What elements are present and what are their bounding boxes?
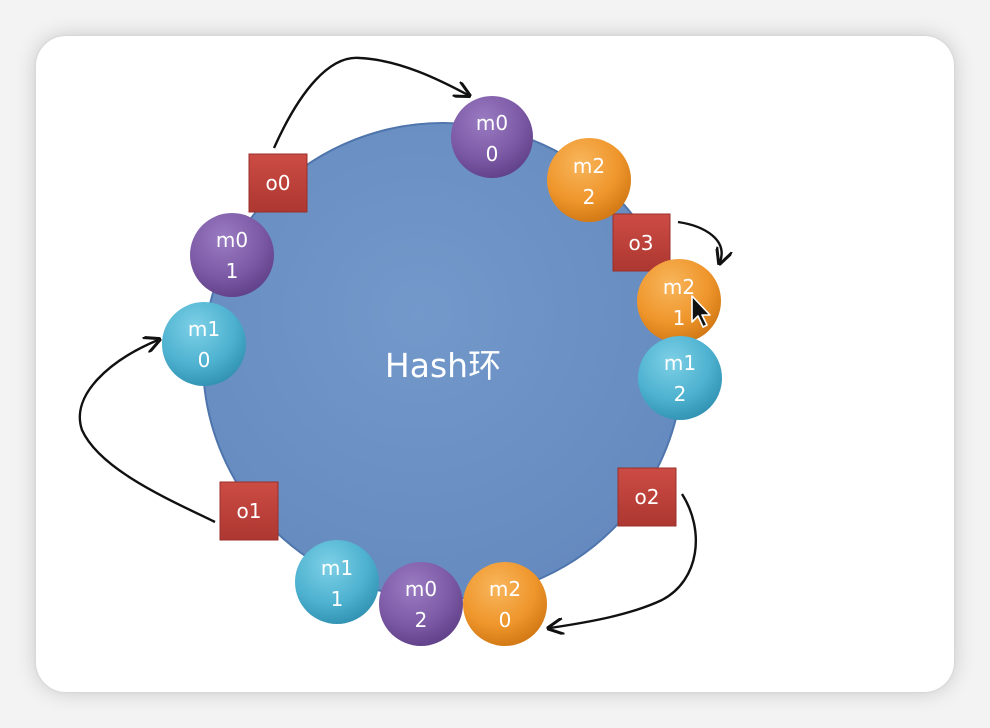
hash-ring-label: Hash环 (385, 346, 501, 385)
object-o0: o0 (248, 153, 308, 213)
node-m2-0-index: 0 (499, 608, 512, 632)
node-m2-1-index: 1 (673, 306, 686, 330)
node-m0-2-name: m0 (405, 577, 437, 601)
node-m0-0: m0 0 (451, 96, 533, 178)
node-m2-2-name: m2 (573, 154, 605, 178)
node-m2-0-name: m2 (489, 577, 521, 601)
object-o1: o1 (219, 481, 279, 541)
object-o2: o2 (617, 467, 677, 527)
arrows (78, 56, 722, 628)
node-m0-1-index: 1 (226, 259, 239, 283)
arrow-o3-to-m2-1 (677, 220, 722, 262)
node-m0-0-name: m0 (476, 111, 508, 135)
node-m1-1-index: 1 (331, 587, 344, 611)
object-o3: o3 (612, 213, 671, 272)
node-m2-2-index: 2 (583, 185, 596, 209)
node-m1-0-name: m1 (188, 317, 220, 341)
node-m1-2-index: 2 (674, 382, 687, 406)
node-m1-0: m1 0 (162, 302, 246, 386)
node-m1-2: m1 2 (638, 336, 722, 420)
arrow-o0-to-m0-0 (272, 56, 468, 149)
object-o0-label: o0 (266, 171, 291, 195)
node-m0-1: m0 1 (190, 213, 274, 297)
node-m2-2: m2 2 (547, 138, 631, 222)
node-m0-2: m0 2 (379, 562, 463, 646)
node-m2-0: m2 0 (463, 562, 547, 646)
node-m0-2-index: 2 (415, 608, 428, 632)
node-m2-1-name: m2 (663, 275, 695, 299)
arrow-o2-to-m2-0 (550, 493, 698, 628)
mouse-pointer-icon (691, 295, 711, 328)
node-m1-0-index: 0 (198, 348, 211, 372)
node-m1-2-name: m1 (664, 351, 696, 375)
object-o1-label: o1 (237, 499, 262, 523)
object-o2-label: o2 (635, 485, 660, 509)
object-o3-label: o3 (629, 231, 654, 255)
node-m0-0-index: 0 (486, 142, 499, 166)
node-m1-1-name: m1 (321, 556, 353, 580)
node-m2-1: m2 1 (637, 259, 721, 343)
node-m0-1-name: m0 (216, 228, 248, 252)
arrow-o1-to-m1-0 (78, 340, 216, 524)
node-m1-1: m1 1 (295, 540, 379, 624)
